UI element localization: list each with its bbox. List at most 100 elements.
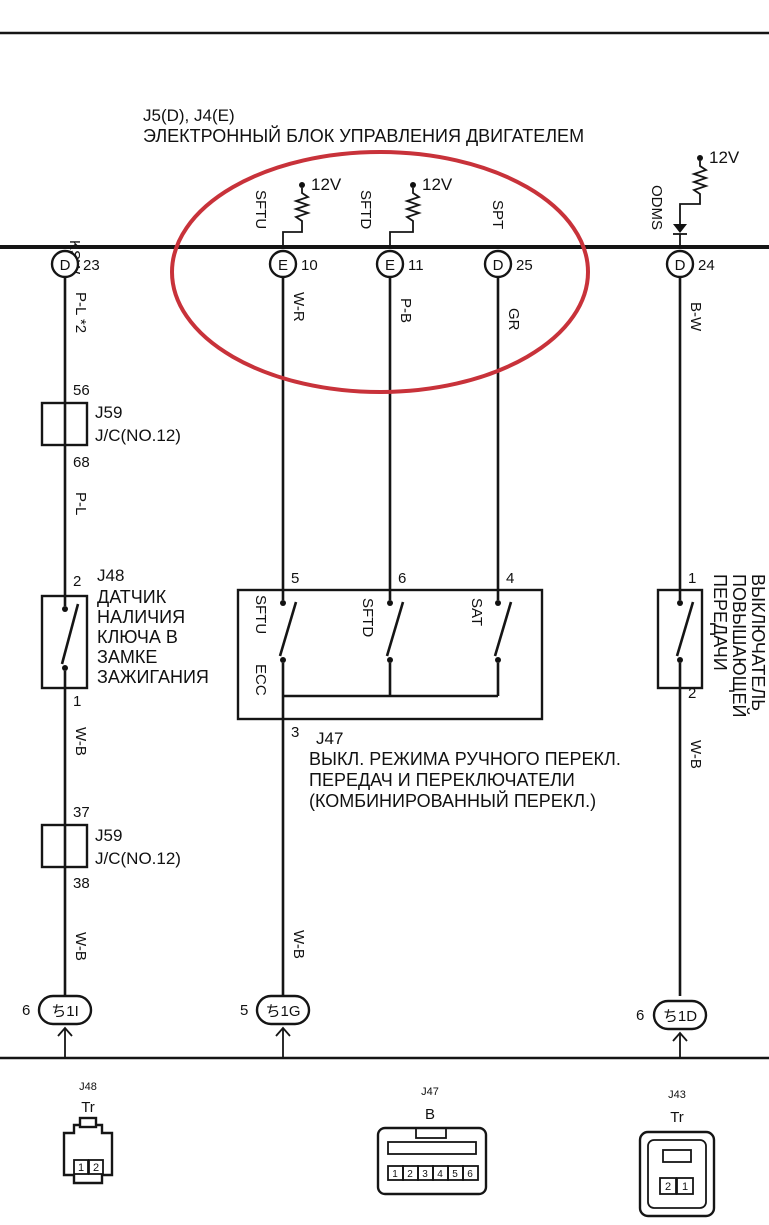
combo-common-label: ECC bbox=[252, 664, 269, 696]
wire-color-pl: P-L bbox=[72, 492, 89, 515]
key-sensor-pin-bottom: 1 bbox=[73, 693, 81, 710]
combo-switch-box[interactable] bbox=[236, 588, 544, 721]
od-switch-label: ПЕРЕДАЧИ bbox=[710, 574, 730, 671]
combo-pin: 6 bbox=[398, 570, 406, 587]
combo-switch-label: ВЫКЛ. РЕЖИМА РУЧНОГО ПЕРЕКЛ. bbox=[309, 749, 621, 769]
ecu-connector-ref: J5(D), J4(E) bbox=[143, 106, 235, 125]
pin-sftd[interactable]: E bbox=[375, 249, 405, 279]
connector-pin: 1 bbox=[682, 1181, 688, 1193]
connector-color: Tr bbox=[670, 1109, 684, 1126]
ecu-title: ЭЛЕКТРОННЫЙ БЛОК УПРАВЛЕНИЯ ДВИГАТЕЛЕМ bbox=[143, 125, 584, 146]
junction-bottom-id: J59 bbox=[95, 826, 122, 845]
combo-contact-label: SFTD bbox=[359, 598, 376, 637]
wire-color-spt: GR bbox=[505, 308, 522, 331]
junction-top-pin-out: 68 bbox=[73, 454, 90, 471]
wire-color-sftd: P-B bbox=[397, 298, 414, 323]
connector-color: Tr bbox=[81, 1099, 95, 1116]
voltage-12v-label: 12V bbox=[311, 175, 342, 194]
wire-color-sftu: W-R bbox=[290, 292, 307, 322]
ground-label: ち1D bbox=[663, 1008, 697, 1025]
combo-pin: 4 bbox=[506, 570, 514, 587]
combo-contact-sat[interactable] bbox=[493, 590, 513, 696]
pin-number: 24 bbox=[698, 257, 715, 274]
pin-ksw[interactable]: D bbox=[50, 249, 80, 279]
connector-color: B bbox=[425, 1106, 435, 1123]
junction-bottom-label: J/C(NO.12) bbox=[95, 849, 181, 868]
key-sensor-label: ЗАЖИГАНИЯ bbox=[97, 667, 209, 687]
connector-id: J43 bbox=[668, 1089, 686, 1101]
combo-switch-label: (КОМБИНИРОВАННЫЙ ПЕРЕКЛ.) bbox=[309, 790, 596, 811]
wire-color-wb: W-B bbox=[72, 932, 89, 961]
key-sensor-label: КЛЮЧА В bbox=[97, 627, 178, 647]
connector-pin: 2 bbox=[407, 1169, 413, 1180]
ground-arrows bbox=[57, 1026, 688, 1058]
pin-odms[interactable]: D bbox=[665, 249, 695, 279]
connector-pin: 1 bbox=[392, 1169, 398, 1180]
connector-view-j43[interactable]: J43 Tr 2 1 bbox=[638, 1089, 716, 1218]
junction-top-id: J59 bbox=[95, 403, 122, 422]
ground-pin: 6 bbox=[22, 1002, 30, 1019]
connector-pin: 2 bbox=[665, 1181, 671, 1193]
pin-connector: D bbox=[493, 257, 504, 274]
pin-connector: E bbox=[385, 257, 395, 274]
combo-switch-id: J47 bbox=[316, 729, 343, 748]
od-switch-pin-bottom: 2 bbox=[688, 685, 696, 702]
voltage-12v-label: 12V bbox=[422, 175, 453, 194]
connector-pin: 4 bbox=[437, 1169, 443, 1180]
junction-top-label: J/C(NO.12) bbox=[95, 426, 181, 445]
connector-pin: 2 bbox=[93, 1162, 99, 1174]
combo-contact-sftu[interactable] bbox=[278, 590, 298, 719]
wire-color-odms: B-W bbox=[687, 302, 704, 332]
junction-top-pin-in: 56 bbox=[73, 382, 90, 399]
key-sensor-label: ЗАМКЕ bbox=[97, 647, 157, 667]
terminal-odms-label: ODMS bbox=[648, 185, 665, 230]
connector-id: J47 bbox=[421, 1086, 439, 1098]
wire-color-wb: W-B bbox=[290, 930, 307, 959]
sftd-pullup bbox=[389, 182, 422, 247]
terminal-sftu-label: SFTU bbox=[252, 190, 269, 229]
ground-connector-1d[interactable]: ち1D bbox=[652, 999, 708, 1031]
junction-bottom-pin-in: 37 bbox=[73, 804, 90, 821]
connector-id: J48 bbox=[79, 1081, 97, 1093]
connector-pin: 5 bbox=[452, 1169, 458, 1180]
highlight-ellipse bbox=[170, 150, 590, 394]
od-switch-label: ВЫКЛЮЧАТЕЛЬ bbox=[748, 574, 768, 711]
wire-color-ksw: P-L *2 bbox=[72, 292, 89, 333]
wire-color-wb: W-B bbox=[72, 727, 89, 756]
pin-connector: D bbox=[60, 257, 71, 274]
key-sensor-id: J48 bbox=[97, 566, 124, 585]
pin-connector: E bbox=[278, 257, 288, 274]
ground-connector-1g[interactable]: ち1G bbox=[255, 994, 311, 1026]
connector-pin: 6 bbox=[467, 1169, 473, 1180]
sftu-pullup bbox=[282, 182, 311, 247]
pin-number: 25 bbox=[516, 257, 533, 274]
pin-spt[interactable]: D bbox=[483, 249, 513, 279]
combo-pin-common: 3 bbox=[291, 724, 299, 741]
od-switch-pin-top: 1 bbox=[688, 570, 696, 587]
ground-pin: 6 bbox=[636, 1007, 644, 1024]
ground-connector-1i[interactable]: ち1I bbox=[37, 994, 93, 1026]
odms-pullup bbox=[673, 155, 709, 247]
combo-pin: 5 bbox=[291, 570, 299, 587]
pin-connector: D bbox=[675, 257, 686, 274]
terminal-spt-label: SPT bbox=[489, 200, 506, 229]
wire-color-wb: W-B bbox=[687, 740, 704, 769]
voltage-12v-label: 12V bbox=[709, 148, 740, 167]
combo-switch-label: ПЕРЕДАЧ И ПЕРЕКЛЮЧАТЕЛИ bbox=[309, 770, 575, 790]
pin-number: 23 bbox=[83, 257, 100, 274]
connector-view-j48[interactable]: J48 Tr 1 2 bbox=[62, 1081, 114, 1185]
pin-number: 11 bbox=[408, 257, 424, 274]
od-switch-label: ПОВЫШАЮЩЕЙ bbox=[729, 574, 750, 717]
key-sensor-label: ДАТЧИК bbox=[97, 587, 167, 607]
connector-view-j47[interactable]: J47 B 1 2 3 4 5 6 bbox=[376, 1086, 488, 1196]
junction-bottom-pin-out: 38 bbox=[73, 875, 90, 892]
terminal-sftd-label: SFTD bbox=[357, 190, 374, 229]
connector-pin: 1 bbox=[78, 1162, 84, 1174]
combo-contact-sftd[interactable] bbox=[385, 590, 405, 696]
ground-pin: 5 bbox=[240, 1002, 248, 1019]
pin-number: 10 bbox=[301, 257, 318, 274]
key-sensor-label: НАЛИЧИЯ bbox=[97, 607, 185, 627]
key-sensor-pin-top: 2 bbox=[73, 573, 81, 590]
pin-sftu[interactable]: E bbox=[268, 249, 298, 279]
